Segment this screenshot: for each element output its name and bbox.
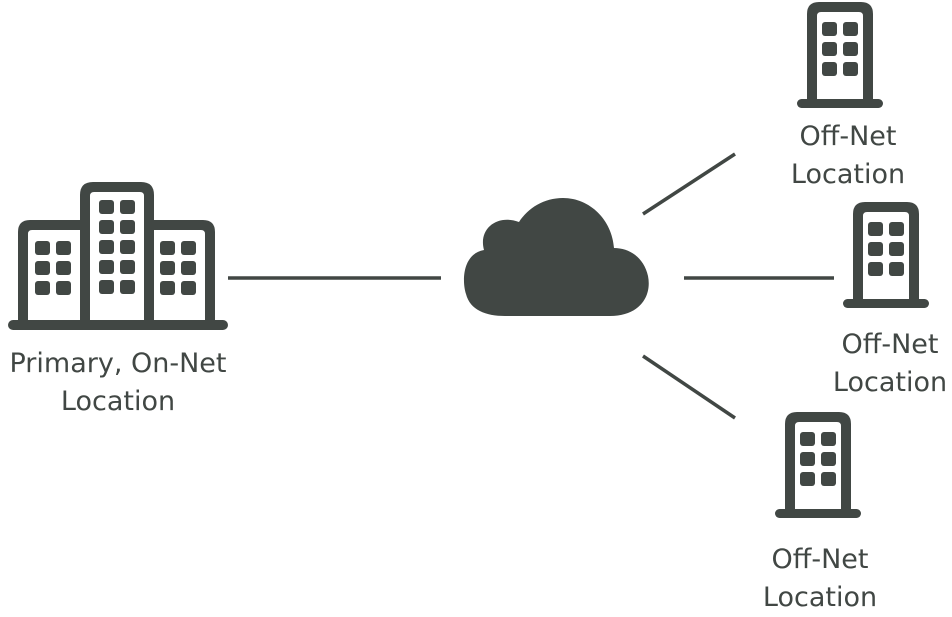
office-buildings-icon <box>8 182 228 330</box>
offnet-1-label-line2: Location <box>790 159 906 190</box>
primary-label-line2: Location <box>60 386 176 417</box>
building-icon <box>797 2 883 108</box>
connector-cloud-offnet-1 <box>642 152 736 216</box>
primary-location-label: Primary, On-Net Location <box>9 345 226 421</box>
primary-label-line1: Primary, On-Net <box>9 348 227 379</box>
offnet-3-label-line1: Off-Net <box>771 544 869 575</box>
offnet-location-label-3: Off-Net Location <box>763 541 877 617</box>
offnet-2-label-line1: Off-Net <box>841 329 939 360</box>
cloud-icon <box>463 198 649 316</box>
offnet-location-label-2: Off-Net Location <box>833 326 947 402</box>
building-icon <box>843 202 929 308</box>
offnet-2-label-line2: Location <box>832 367 948 398</box>
offnet-location-label-1: Off-Net Location <box>791 118 905 194</box>
offnet-1-label-line1: Off-Net <box>799 121 897 152</box>
offnet-3-label-line2: Location <box>762 582 878 613</box>
building-icon <box>775 412 861 518</box>
connector-cloud-offnet-3 <box>642 354 736 420</box>
